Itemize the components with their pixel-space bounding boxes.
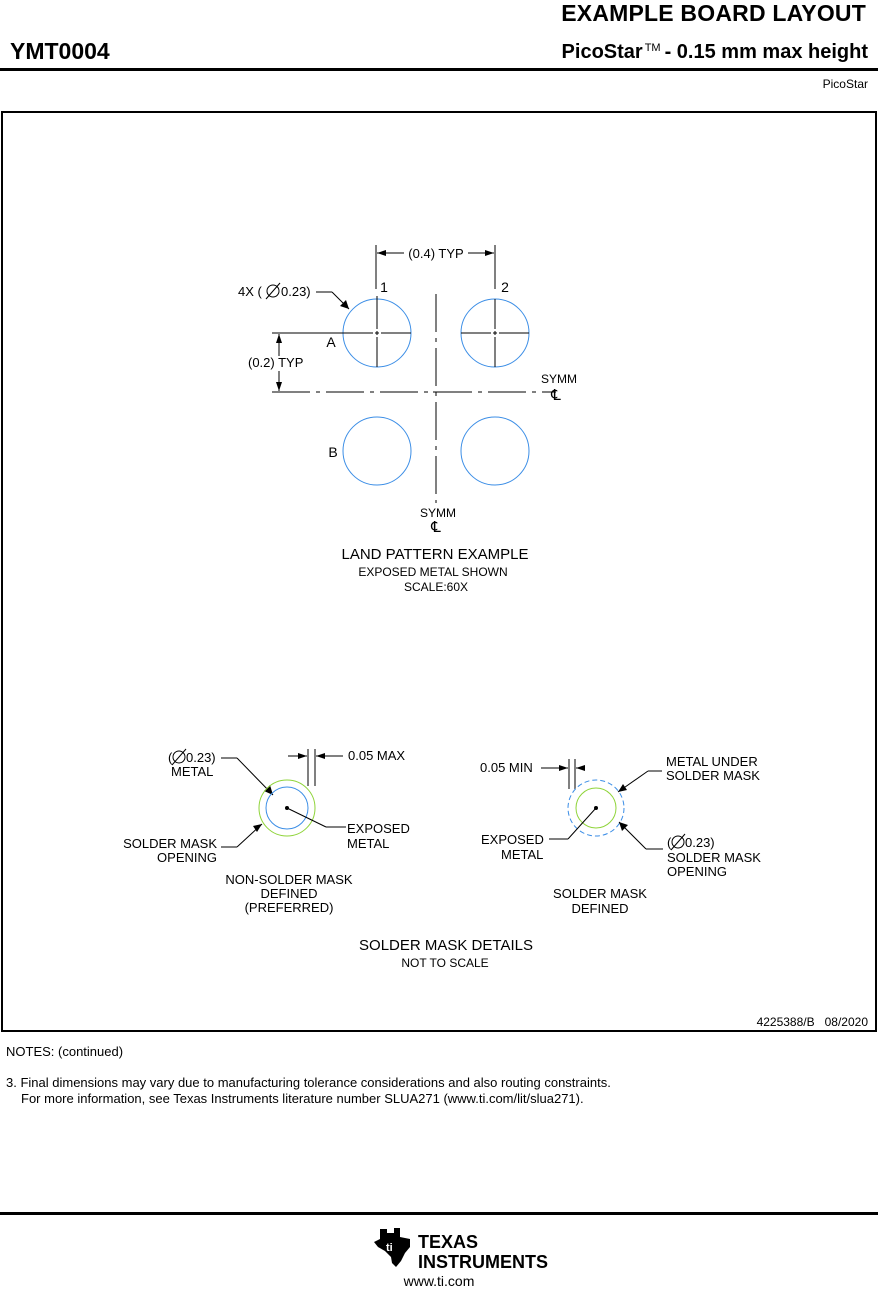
nsmd-clearance-label: 0.05 MAX (348, 748, 405, 763)
ti-state-icon (374, 1228, 410, 1267)
nsmd-caption-1: NON-SOLDER MASK (225, 872, 352, 887)
smd-clearance-arrow-left (559, 765, 568, 771)
pad-callout-value: 0.23) (281, 284, 311, 299)
smd-exposed-label-1: EXPOSED (481, 832, 544, 847)
part-number: YMT0004 (10, 38, 110, 64)
ti-state-glyph: ti (386, 1242, 393, 1254)
smd-opening-callout-value: 0.23) (685, 835, 715, 850)
package-tag: PicoStar (822, 77, 868, 91)
notes-heading: NOTES: (continued) (6, 1044, 124, 1059)
horizontal-centerline-icon: ℄ (550, 387, 561, 404)
nsmd-opening-label-2: OPENING (157, 850, 217, 865)
pad-callout-prefix: 4X ( (238, 284, 263, 299)
row-offset-arrow-top (276, 334, 282, 343)
row-label-b: B (328, 444, 337, 460)
texas-instruments-logo: ti TEXAS INSTRUMENTS (374, 1228, 548, 1271)
solder-mask-details-title: SOLDER MASK DETAILS (359, 937, 533, 954)
smd-detail: 0.05 MIN METAL UNDER SOLDER MASK EXPOSED… (480, 754, 761, 916)
land-pattern-title: LAND PATTERN EXAMPLE (342, 546, 529, 563)
land-pattern-scale: SCALE:60X (404, 580, 468, 594)
smd-opening-leader-arrow (619, 822, 628, 831)
row-label-a: A (326, 334, 336, 350)
horizontal-symm-label: SYMM (541, 372, 577, 386)
drawing-frame (1, 111, 877, 1032)
row-offset-arrow-bottom (276, 382, 282, 391)
pitch-label: (0.4) TYP (408, 246, 463, 261)
pitch-arrow-right (485, 250, 494, 256)
note-3-line-1: 3. Final dimensions may vary due to manu… (6, 1075, 611, 1090)
smd-opening-callout-label-2: OPENING (667, 864, 727, 879)
smd-exposed-leader (567, 807, 597, 840)
note-3-line-2: For more information, see Texas Instrume… (21, 1091, 584, 1106)
nsmd-caption-2: DEFINED (260, 886, 317, 901)
vertical-symm-label: SYMM (420, 506, 456, 520)
nsmd-metal-callout-prefix: ( (168, 750, 173, 765)
smd-opening-callout-prefix: ( (667, 835, 672, 850)
package-suffix: - 0.15 mm max height (664, 41, 868, 63)
nsmd-metal-callout-label: METAL (171, 764, 213, 779)
diameter-icon (670, 833, 686, 851)
smd-opening-callout-label-1: SOLDER MASK (667, 850, 761, 865)
smd-caption-1: SOLDER MASK (553, 886, 647, 901)
smd-metal-under-arrow (618, 784, 627, 792)
page-title: EXAMPLE BOARD LAYOUT (561, 0, 866, 26)
trademark-mark: TM (644, 42, 661, 54)
land-pattern-subtitle: EXPOSED METAL SHOWN (358, 565, 507, 579)
footer-divider (0, 1212, 878, 1215)
smd-metal-under-mask (567, 779, 625, 837)
diameter-icon (171, 748, 187, 766)
column-label-2: 2 (501, 279, 509, 295)
nsmd-pad-metal (265, 786, 309, 830)
nsmd-exposed-leader (286, 807, 327, 828)
smd-solder-mask-opening (575, 787, 617, 829)
nsmd-exposed-label-2: METAL (347, 836, 389, 851)
header-divider (0, 68, 878, 71)
column-label-1: 1 (380, 279, 388, 295)
smd-clearance-label: 0.05 MIN (480, 760, 533, 775)
nsmd-solder-mask-opening (258, 779, 316, 837)
diameter-icon (265, 282, 281, 300)
pitch-arrow-left (377, 250, 386, 256)
pad-a2-centerlines (461, 299, 529, 367)
ti-logo-line-2: INSTRUMENTS (418, 1252, 548, 1271)
nsmd-clearance-arrow-right (316, 753, 325, 759)
board-layout-drawing: (0.4) TYP 1 2 4X ( 0.23) A B (123, 245, 761, 970)
nsmd-detail: ( 0.23) METAL 0.05 MAX SOLDER MASK OPENI… (123, 748, 410, 915)
nsmd-metal-leader-arrow (264, 785, 273, 795)
nsmd-opening-label-1: SOLDER MASK (123, 836, 217, 851)
smd-exposed-label-2: METAL (501, 847, 543, 862)
pad-b1 (342, 416, 412, 486)
nsmd-exposed-label-1: EXPOSED (347, 821, 410, 836)
ti-logo-line-1: TEXAS (418, 1232, 478, 1252)
pad-b2 (460, 416, 530, 486)
land-pattern: (0.4) TYP 1 2 4X ( 0.23) A B (238, 245, 577, 594)
smd-caption-2: DEFINED (571, 901, 628, 916)
package-name: PicoStar (561, 41, 643, 63)
drawing-number: 4225388/B 08/2020 (756, 1015, 868, 1029)
ti-website[interactable]: www.ti.com (403, 1273, 475, 1289)
smd-clearance-arrow-right (576, 765, 585, 771)
row-offset-label: (0.2) TYP (248, 355, 303, 370)
nsmd-caption-3: (PREFERRED) (245, 900, 334, 915)
vertical-centerline-icon: ℄ (430, 519, 441, 536)
nsmd-metal-callout-value: 0.23) (186, 750, 216, 765)
solder-mask-details-subtitle: NOT TO SCALE (401, 956, 488, 970)
smd-metal-under-label-1: METAL UNDER (666, 754, 758, 769)
note-3: 3. Final dimensions may vary due to manu… (6, 1075, 611, 1107)
nsmd-opening-leader-arrow (253, 824, 262, 832)
pad-leader-arrow (340, 300, 349, 309)
nsmd-clearance-arrow-left (298, 753, 307, 759)
smd-metal-under-label-2: SOLDER MASK (666, 768, 760, 783)
